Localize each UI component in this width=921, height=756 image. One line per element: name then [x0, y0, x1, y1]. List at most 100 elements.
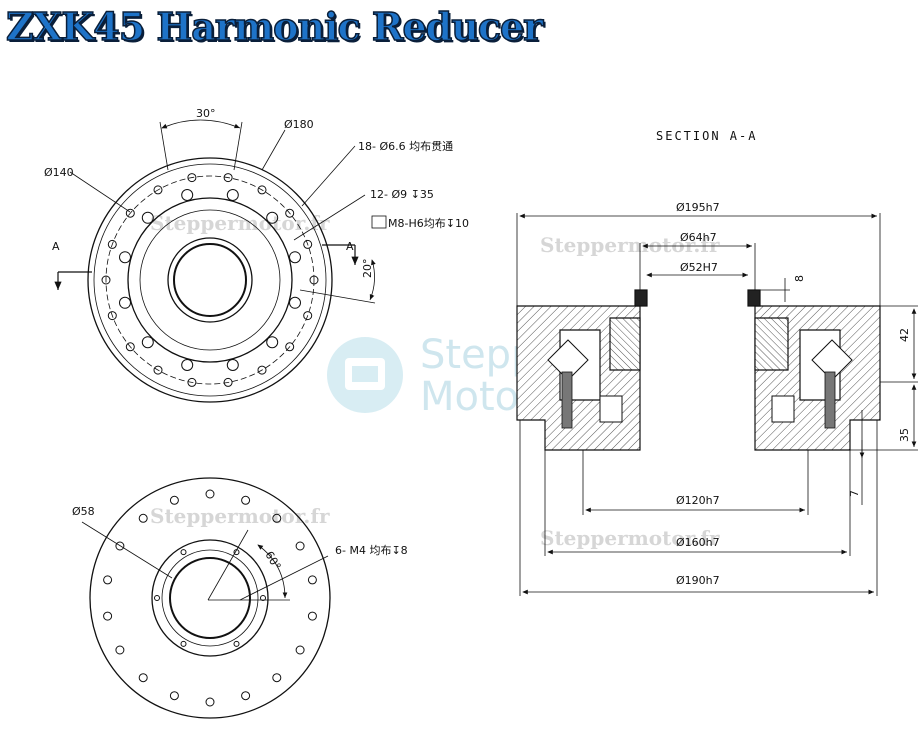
bolt-hole-9	[226, 189, 239, 201]
bolt-hole-6-6	[125, 208, 135, 218]
bolt-hole-6-6	[285, 208, 295, 218]
bolt-hole-6-6	[107, 311, 117, 321]
watermark-logo-icon	[327, 337, 403, 413]
note-18-holes: 18- Ø6.6 均布贯通	[358, 140, 453, 153]
front-holes-inner	[119, 189, 301, 371]
front-bore	[173, 243, 247, 317]
back-bolt-hole	[241, 691, 251, 701]
section-dimensions	[516, 213, 918, 596]
bolt-hole-9	[141, 336, 154, 349]
dim-120: Ø120h7	[676, 494, 720, 507]
bolt-hole-6-6	[309, 275, 319, 285]
note-m4-thread: 6- M4 均布↧8	[335, 544, 408, 557]
bolt-hole-6-6	[257, 365, 267, 375]
front-bore-outer	[167, 237, 253, 323]
bolt-hole-6-6	[303, 239, 313, 249]
note-12-holes: 12- Ø9 ↧35	[370, 188, 434, 201]
back-outer-circle	[89, 477, 331, 719]
bolt-hole-9	[181, 189, 194, 201]
bolt-hole-6-6	[285, 342, 295, 352]
seal-right	[747, 289, 761, 307]
back-bolt-hole	[272, 673, 282, 683]
front-mid-circle	[127, 197, 293, 363]
back-mid-circle-2	[161, 549, 259, 647]
drawing-title: ZXK45 Harmonic Reducer	[5, 3, 544, 50]
back-bolt-hole	[272, 513, 282, 523]
dim-195: Ø195h7	[676, 201, 720, 214]
bolt-hole-9	[289, 251, 301, 264]
back-bolt-hole	[103, 611, 113, 621]
watermark-text-1: Steppermotor.fr	[150, 211, 330, 235]
bolt-hole-6-6	[125, 342, 135, 352]
back-bolt-hole	[295, 645, 305, 655]
back-holes-outer	[103, 489, 317, 707]
section-title: SECTION A-A	[656, 129, 757, 143]
back-thread-hole-m4	[180, 640, 187, 647]
back-bolt-hole	[115, 541, 125, 551]
section-view	[516, 289, 881, 451]
section-mark-right: A	[346, 240, 354, 253]
bolt-hole-6-6	[223, 173, 233, 183]
front-holes-outer	[101, 173, 319, 387]
dim-angle-60: 60°	[262, 549, 283, 572]
bolt-hole-9	[289, 296, 301, 309]
bolt-hole-6-6	[223, 377, 233, 387]
bolt-hole-9	[266, 336, 279, 349]
bolt-hole-6-6	[101, 275, 111, 285]
front-outer-circle-2	[93, 163, 327, 397]
back-thread-hole-m4	[180, 549, 187, 556]
section-mark-left: A	[52, 240, 60, 253]
bolt-hole-9	[119, 251, 131, 264]
dim-64: Ø64h7	[680, 231, 717, 244]
bolt-hole-6-6	[303, 311, 313, 321]
front-mid-circle-2	[139, 209, 281, 351]
back-bolt-hole	[138, 513, 148, 523]
bolt-hole-6-6	[187, 377, 197, 387]
back-bolt-hole	[115, 645, 125, 655]
bolt-hole-9	[226, 359, 239, 371]
note-m8-thread: M8-H6均布↧10	[388, 217, 469, 230]
front-pcd-140	[105, 175, 315, 385]
bolt-hole-9	[119, 296, 131, 309]
back-bolt-hole	[169, 691, 179, 701]
back-bolt-hole	[205, 697, 215, 707]
dim-160: Ø160h7	[676, 536, 720, 549]
bolt-hole-6-6	[153, 185, 163, 195]
dim-52: Ø52H7	[680, 261, 718, 274]
bolt-hole-6-6	[187, 173, 197, 183]
dim-angle-20: 20°	[361, 259, 374, 279]
front-view	[54, 119, 387, 403]
dim-dia-58: Ø58	[72, 505, 95, 518]
watermark-text-2: Steppermotor.fr	[150, 504, 330, 528]
back-bolt-hole	[205, 489, 215, 499]
back-bolt-hole	[295, 541, 305, 551]
back-bolt-hole	[103, 575, 113, 585]
dim-42: 42	[898, 328, 911, 342]
bolt-hole-6-6	[153, 365, 163, 375]
seal-left	[634, 289, 648, 307]
back-bolt-hole	[241, 495, 251, 505]
back-mid-circle	[151, 539, 269, 657]
back-bolt-hole	[169, 495, 179, 505]
dim-dia-180: Ø180	[284, 118, 314, 131]
back-thread-hole-m4	[233, 640, 240, 647]
dim-190: Ø190h7	[676, 574, 720, 587]
watermark-text-4: Steppermotor.fr	[540, 526, 720, 550]
dim-dia-140: Ø140	[44, 166, 74, 179]
dim-7: 7	[848, 490, 861, 497]
bolt-hole-9	[266, 211, 279, 224]
dim-8: 8	[793, 275, 806, 282]
back-thread-hole-m4	[154, 595, 160, 601]
bolt-hole-6-6	[257, 185, 267, 195]
back-bore	[169, 557, 251, 639]
dim-angle-30: 30°	[196, 107, 216, 120]
back-bolt-hole	[307, 611, 317, 621]
bolt-hole-9	[181, 359, 194, 371]
back-holes-inner	[154, 549, 266, 647]
bolt-hole-6-6	[107, 239, 117, 249]
back-bolt-hole	[138, 673, 148, 683]
dim-35: 35	[898, 428, 911, 442]
back-bolt-hole	[307, 575, 317, 585]
back-view	[81, 477, 331, 719]
